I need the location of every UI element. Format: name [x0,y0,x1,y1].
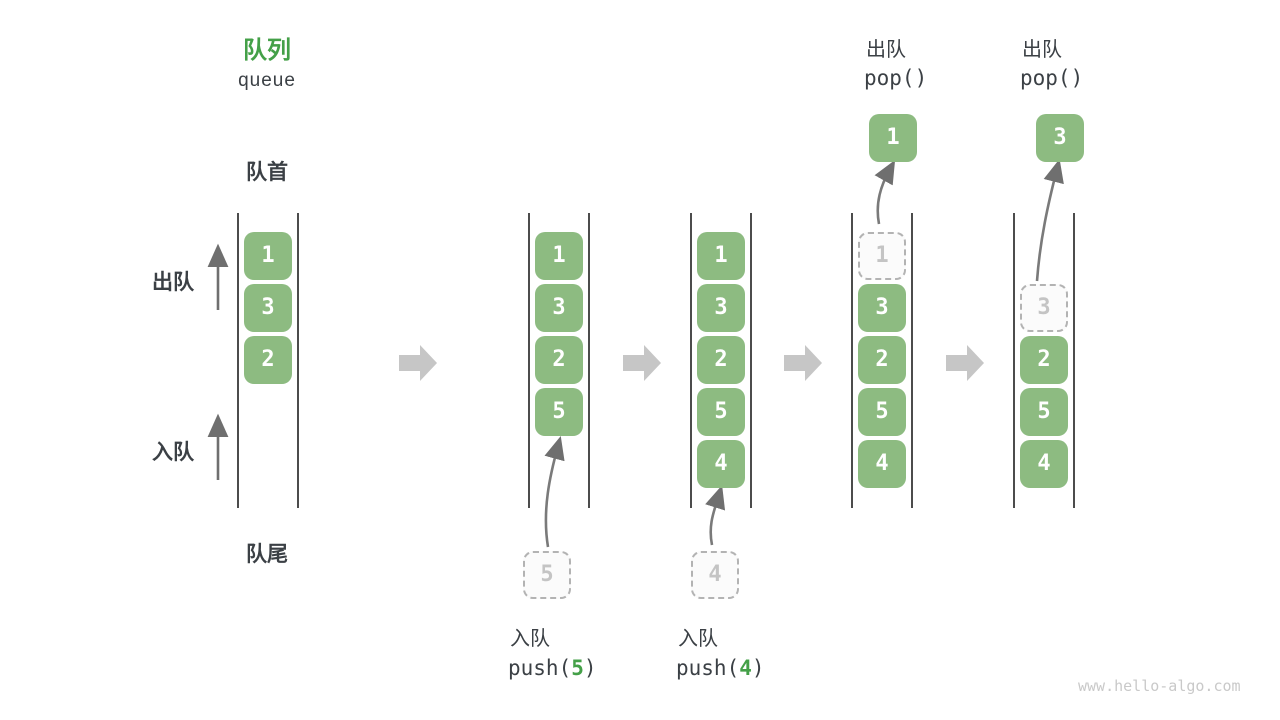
container-wall [690,213,692,508]
push5-curved-arrow-icon [544,435,565,548]
label-queue-rear: 队尾 [246,543,288,566]
queue-block: 2 [535,336,583,384]
queue-block: 2 [1020,336,1068,384]
queue-block: 1 [535,232,583,280]
pop2-curved-arrow-icon [1035,158,1064,282]
push5-code-arg: 5 [571,656,584,680]
ghost-block: 1 [858,232,906,280]
right-block-arrow-icon [399,345,437,381]
page-subtitle: queue [238,70,296,91]
ghost-block: 3 [1020,284,1068,332]
queue-block: 3 [244,284,292,332]
container-wall [1013,213,1015,508]
push5-code-prefix: push( [508,656,572,680]
push4-code-arg: 4 [739,656,752,680]
push4-code-suffix: ) [751,656,765,680]
queue-block: 1 [244,232,292,280]
queue-block: 5 [1020,388,1068,436]
push5-label: 入队 [510,628,550,650]
container-wall [911,213,913,508]
right-block-arrow-icon [784,345,822,381]
right-block-arrow-icon [623,345,661,381]
container-wall [750,213,752,508]
queue-block: 4 [1020,440,1068,488]
popped-block: 3 [1036,114,1084,162]
push4-label: 入队 [678,628,718,650]
container-wall [851,213,853,508]
queue-block: 5 [535,388,583,436]
pop1-code: pop() [864,66,928,90]
push4-code: push(4) [676,656,765,680]
queue-block: 4 [858,440,906,488]
push4-curved-arrow-icon [705,485,726,546]
queue-block: 1 [697,232,745,280]
label-queue-front: 队首 [246,161,288,184]
incoming-block: 5 [523,551,571,599]
watermark: www.hello-algo.com [1078,677,1241,695]
push4-code-prefix: push( [676,656,740,680]
container-wall [1073,213,1075,508]
pop2-label: 出队 [1022,39,1062,61]
label-enqueue: 入队 [152,441,194,464]
container-wall [528,213,530,508]
container-wall [297,213,299,508]
queue-block: 3 [858,284,906,332]
queue-block: 2 [858,336,906,384]
queue-block: 3 [697,284,745,332]
container-wall [237,213,239,508]
push5-code-suffix: ) [583,656,597,680]
queue-block: 2 [697,336,745,384]
pop2-code: pop() [1020,66,1084,90]
popped-block: 1 [869,114,917,162]
queue-block: 3 [535,284,583,332]
queue-block: 5 [858,388,906,436]
pop1-label: 出队 [866,39,906,61]
queue-block: 2 [244,336,292,384]
push5-code: push(5) [508,656,597,680]
queue-block: 5 [697,388,745,436]
label-dequeue: 出队 [152,271,194,294]
page-title: 队列 [243,37,291,64]
queue-block: 4 [697,440,745,488]
right-block-arrow-icon [946,345,984,381]
pop1-curved-arrow-icon [874,159,896,225]
incoming-block: 4 [691,551,739,599]
container-wall [588,213,590,508]
